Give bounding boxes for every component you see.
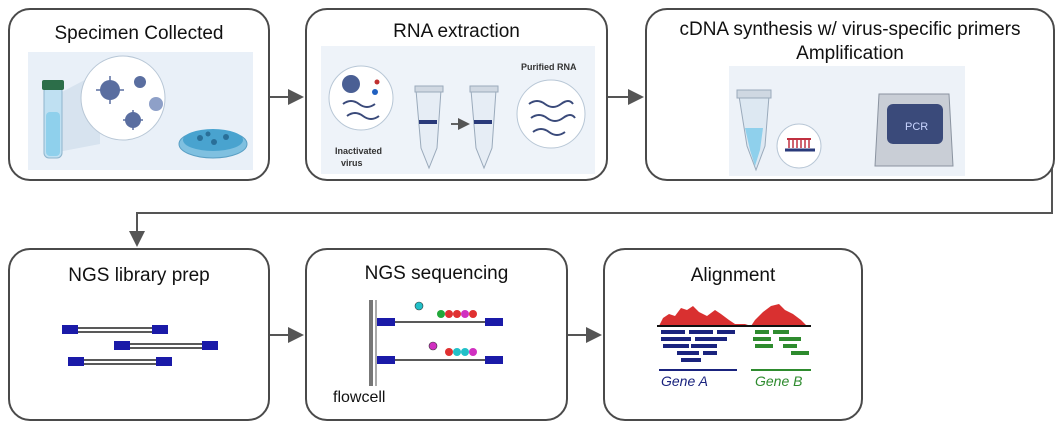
step-rna-extraction: RNA extraction Inactivated virus Purifie…	[305, 8, 608, 181]
step-title-line2: Amplification	[796, 43, 904, 64]
step-title: RNA extraction	[393, 21, 520, 42]
flowcell-surface	[369, 300, 373, 386]
step-ngs-sequencing: NGS sequencing flowcell	[305, 248, 568, 421]
library-fragments-illustration	[62, 325, 218, 366]
step-title-line1: cDNA synthesis w/ virus-specific primers	[679, 19, 1021, 40]
gene-b-label: Gene B	[755, 373, 802, 389]
pcr-illustration: PCR	[729, 66, 965, 176]
purified-rna-icon	[516, 79, 586, 149]
inactivated-virus-icon	[328, 65, 394, 131]
step-title: NGS library prep	[68, 265, 210, 286]
virus-magnifier-icon	[80, 55, 166, 141]
step-cdna-synthesis: cDNA synthesis w/ virus-specific primers…	[645, 8, 1055, 181]
specimen-illustration	[28, 52, 253, 170]
primer-magnifier-icon	[776, 123, 822, 169]
purified-rna-label: Purified RNA	[521, 62, 577, 72]
library-fragment	[62, 325, 168, 334]
pcr-label: PCR	[905, 121, 928, 133]
step-specimen-collected: Specimen Collected	[8, 8, 270, 181]
virus-label: virus	[341, 158, 363, 168]
library-fragment	[68, 357, 172, 366]
sequencing-read	[377, 341, 503, 364]
step-title: NGS sequencing	[364, 263, 509, 284]
alignment-illustration: Gene A Gene B	[657, 304, 811, 389]
step-title: Alignment	[690, 265, 776, 286]
library-fragment	[114, 341, 218, 350]
sequencing-read	[377, 301, 503, 326]
gene-b-reads	[753, 330, 809, 355]
sequencing-illustration: flowcell	[333, 300, 503, 406]
gene-a-reads	[661, 330, 735, 362]
gene-a-label: Gene A	[661, 373, 708, 389]
inactivated-label: Inactivated	[335, 146, 382, 156]
step-title: Specimen Collected	[54, 23, 224, 44]
rna-extraction-illustration: Inactivated virus Purified RNA	[321, 46, 595, 174]
step-ngs-library-prep: NGS library prep	[8, 248, 270, 421]
step-alignment: Alignment Gene A Gene B	[603, 248, 863, 421]
coverage-track	[659, 304, 807, 326]
flowcell-label: flowcell	[333, 389, 385, 406]
